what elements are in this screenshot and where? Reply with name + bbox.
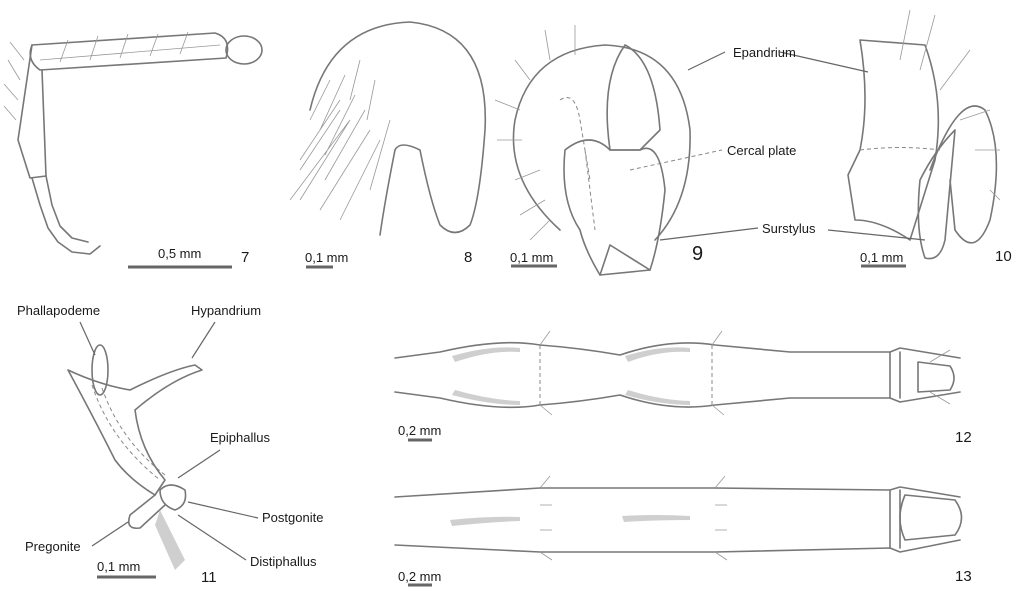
surstylus-leader [659, 227, 926, 241]
fig11-number: 11 [201, 569, 217, 586]
label-epandrium: Epandrium [733, 45, 796, 60]
fig12-scale-label: 0,2 mm [398, 423, 441, 438]
label-distiphallus: Distiphallus [250, 554, 317, 569]
fig10-scale-label: 0,1 mm [860, 250, 903, 265]
fig13-drawing [394, 475, 963, 561]
fig9-scale-label: 0,1 mm [510, 250, 553, 265]
fig11-scale-label: 0,1 mm [97, 559, 140, 574]
epandrium-leader [687, 51, 869, 73]
fig7-scale-label: 0,5 mm [158, 246, 201, 261]
pregonite-leader [91, 521, 129, 547]
fig13-number: 13 [955, 568, 972, 585]
fig8-number: 8 [464, 249, 472, 266]
fig10-number: 10 [995, 248, 1012, 265]
label-cercal-plate: Cercal plate [727, 143, 796, 158]
fig8-drawing [289, 21, 487, 236]
fig13-scale-label: 0,2 mm [398, 569, 441, 584]
fig11-drawing [67, 344, 203, 570]
label-phallapodeme: Phallapodeme [17, 303, 100, 318]
label-epiphallus: Epiphallus [210, 430, 270, 445]
fig7-leg-drawing [3, 31, 263, 255]
label-surstylus: Surstylus [762, 221, 816, 236]
fig12-number: 12 [955, 429, 972, 446]
fig10-drawing [847, 9, 1001, 260]
hypandrium-leader [191, 321, 216, 359]
distiphallus-leader [177, 514, 247, 561]
cercal-plate-leader [629, 149, 723, 171]
label-postgonite: Postgonite [262, 510, 323, 525]
postgonite-leader [187, 501, 259, 519]
label-pregonite: Pregonite [25, 539, 81, 554]
label-hypandrium: Hypandrium [191, 303, 261, 318]
epiphallus-leader [177, 449, 221, 479]
phallapodeme-leader [79, 321, 96, 356]
fig9-number: 9 [692, 243, 703, 265]
fig12-drawing [394, 330, 961, 416]
fig8-scale-label: 0,1 mm [305, 250, 348, 265]
fig7-number: 7 [241, 249, 249, 266]
fig9-drawing [494, 25, 691, 276]
